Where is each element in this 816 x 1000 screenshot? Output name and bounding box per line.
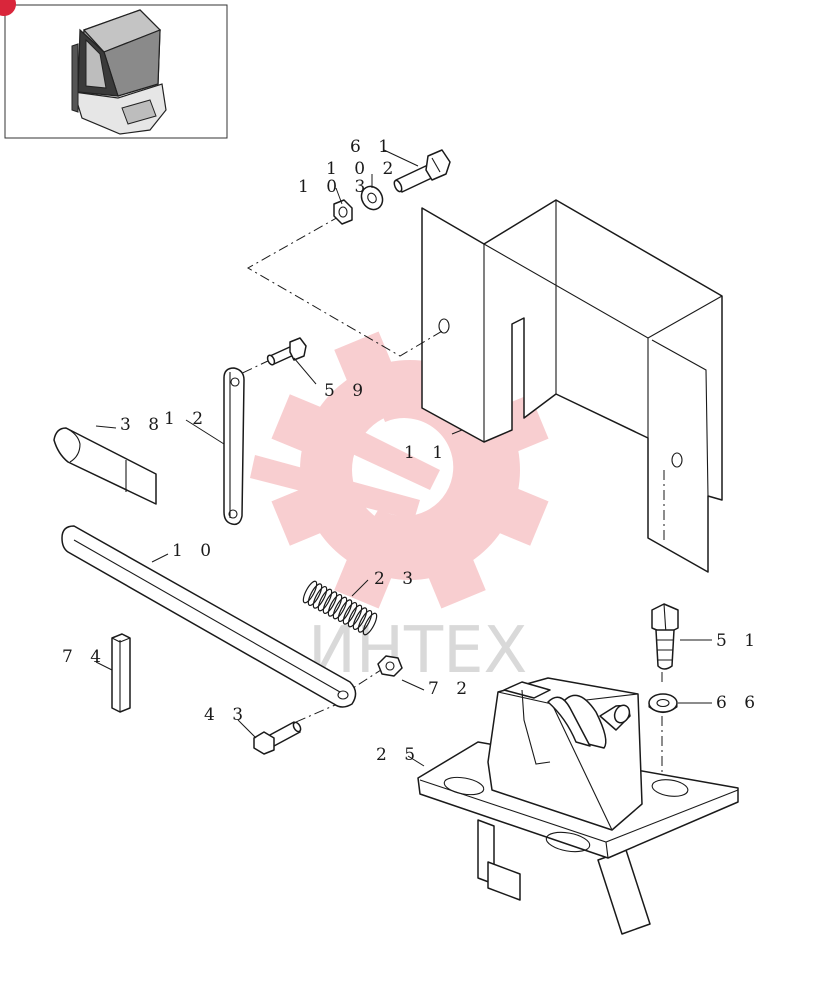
- part-12-link[interactable]: [223, 367, 245, 526]
- label-66: 6 6: [716, 693, 761, 713]
- spring-coil: [337, 599, 353, 623]
- part-labels: 6 1 1 0 2 1 0 3 5 9 3 8 1 2 1 1 1 0 2 3 …: [62, 137, 761, 765]
- assembly-lines: [235, 215, 665, 778]
- label-23: 2 3: [374, 569, 419, 589]
- spring-coil: [342, 601, 358, 625]
- cab-icon: [71, 9, 167, 135]
- part-74-pin[interactable]: [111, 633, 131, 713]
- cab-thumbnail[interactable]: [0, 0, 228, 139]
- label-10: 1 0: [172, 541, 217, 561]
- label-51: 5 1: [716, 631, 761, 651]
- part-61-bolt[interactable]: [393, 149, 451, 193]
- badge-icon: [0, 0, 16, 16]
- spring-coil: [307, 583, 323, 607]
- part-66-washer[interactable]: [648, 693, 678, 714]
- label-61: 6 1: [350, 137, 395, 157]
- spring-coil: [327, 593, 343, 617]
- spring-coil: [362, 612, 378, 636]
- part-59-bolt[interactable]: [266, 337, 307, 366]
- part-103-nut[interactable]: [333, 199, 353, 225]
- part-25-bracket[interactable]: [417, 677, 739, 935]
- watermark-text: ИНТЕХ: [308, 614, 527, 688]
- spring-coil: [347, 604, 363, 628]
- label-72: 7 2: [428, 679, 473, 699]
- label-11: 1 1: [404, 443, 449, 463]
- leader-lines: [95, 149, 712, 767]
- label-25: 2 5: [376, 745, 421, 765]
- label-74: 7 4: [62, 647, 107, 667]
- spring-coil: [312, 585, 328, 609]
- part-72-nut[interactable]: [377, 655, 403, 677]
- part-38-block[interactable]: [53, 427, 157, 505]
- label-12: 1 2: [164, 409, 209, 429]
- part-23-spring[interactable]: [301, 580, 379, 637]
- spring-coil: [332, 596, 348, 620]
- part-102-washer[interactable]: [357, 183, 386, 214]
- label-38: 3 8: [120, 415, 165, 435]
- part-10-bar[interactable]: [61, 525, 357, 708]
- part-11-housing[interactable]: [421, 199, 723, 573]
- label-103: 1 0 3: [298, 177, 371, 197]
- label-59: 5 9: [324, 381, 369, 401]
- label-102: 1 0 2: [326, 159, 399, 179]
- spring-coil: [302, 580, 318, 604]
- part-51-bolt[interactable]: [651, 603, 679, 670]
- spring-coil: [357, 609, 373, 633]
- spring-coil: [317, 588, 333, 612]
- part-43-bolt[interactable]: [253, 721, 302, 755]
- spring-coil: [322, 591, 338, 615]
- label-43: 4 3: [204, 705, 249, 725]
- spring-coil: [352, 607, 368, 631]
